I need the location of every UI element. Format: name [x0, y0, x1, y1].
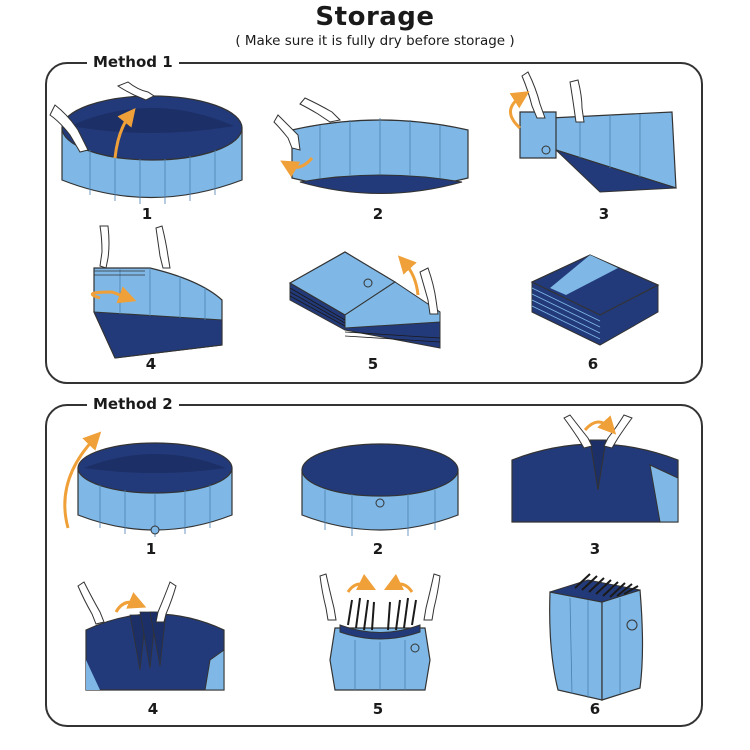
m1-step6-illustration [530, 254, 660, 346]
page-title: Storage [315, 2, 435, 32]
m1-step4-illustration [90, 225, 223, 359]
method-1-step-2-number: 2 [372, 205, 384, 223]
m2-step5-illustration [319, 573, 441, 691]
method-1-step-5-number: 5 [367, 355, 379, 373]
method-1-step-3-number: 3 [598, 205, 610, 223]
m2-step1-illustration [63, 431, 233, 537]
m2-step3-illustration [511, 414, 679, 523]
page-subtitle: ( Make sure it is fully dry before stora… [235, 33, 515, 49]
m1-step5-illustration [288, 251, 441, 349]
m1-step1-illustration [49, 81, 243, 204]
m2-step2-illustration [301, 443, 459, 536]
m2-step4-illustration [77, 581, 225, 691]
method-1-step-4-number: 4 [145, 355, 157, 373]
method-2-step-6-number: 6 [589, 700, 601, 718]
method-1-step-6-number: 6 [587, 355, 599, 373]
method-2-step-3-number: 3 [589, 540, 601, 558]
method-2-step-1-number: 1 [145, 540, 157, 558]
method-2-step-2-number: 2 [372, 540, 384, 558]
method-2-step-4-number: 4 [147, 700, 159, 718]
m1-step2-illustration [273, 97, 469, 194]
m2-step6-illustration [549, 573, 644, 701]
method-2-step-5-number: 5 [372, 700, 384, 718]
method-1-step-1-number: 1 [141, 205, 153, 223]
method-1-panel: Method 1 [45, 53, 703, 384]
method-2-panel: Method 2 [45, 395, 703, 727]
method-2-label: Method 2 [87, 395, 179, 413]
m1-step3-illustration [509, 71, 677, 193]
method-1-label: Method 1 [87, 53, 179, 71]
